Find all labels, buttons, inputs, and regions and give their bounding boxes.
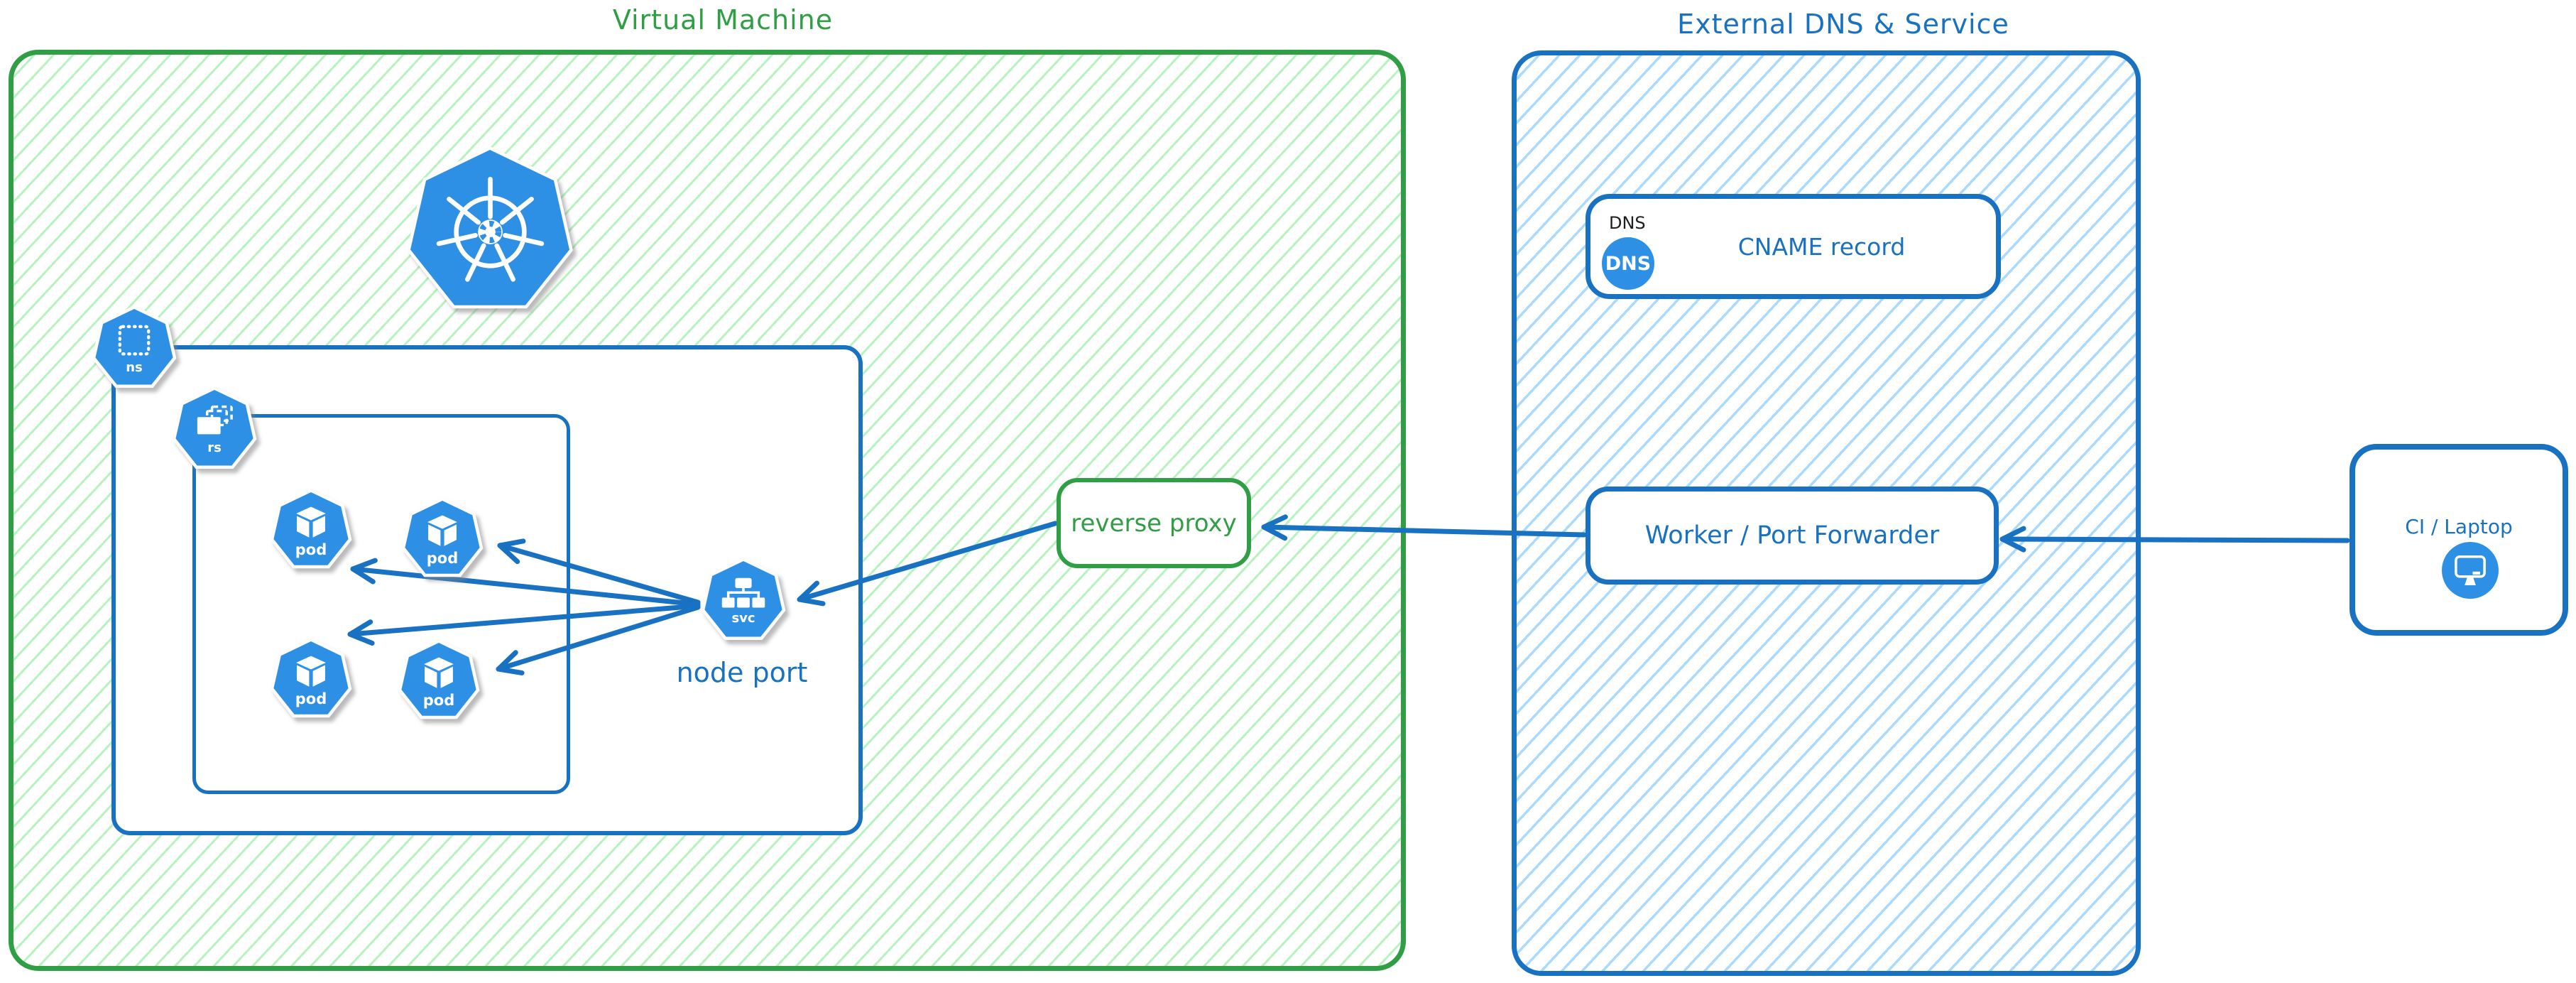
worker-label: Worker / Port Forwarder xyxy=(1644,521,1940,550)
pod-node: pod xyxy=(269,638,353,722)
monitor-badge xyxy=(2442,542,2499,599)
ci-laptop-node: CI / Laptop xyxy=(2349,444,2568,636)
ci-laptop-label: CI / Laptop xyxy=(2405,515,2513,538)
pod-label: pod xyxy=(422,691,455,709)
dns-tag: DNS xyxy=(1609,213,1646,233)
vm-group-title: Virtual Machine xyxy=(612,4,834,36)
cname-record-label: CNAME record xyxy=(1737,232,1906,261)
monitor-icon xyxy=(2455,555,2486,585)
pod-cube-icon xyxy=(296,506,326,538)
dns-badge-icon: DNS xyxy=(1602,237,1654,290)
external-group-title: External DNS & Service xyxy=(1677,9,2009,40)
service-label: svc xyxy=(731,611,755,626)
replicaset-node: rs xyxy=(171,386,258,473)
kubernetes-wheel-icon xyxy=(436,176,544,282)
node-port-caption: node port xyxy=(676,657,808,688)
worker-port-forwarder-node: Worker / Port Forwarder xyxy=(1586,487,1999,585)
reverse-proxy-node: reverse proxy xyxy=(1057,478,1251,568)
namespace-node: ns xyxy=(91,305,178,392)
pod-label: pod xyxy=(295,690,327,707)
pod-cube-icon xyxy=(427,514,457,546)
pod-cube-icon xyxy=(424,656,454,688)
service-tree-icon xyxy=(721,577,765,608)
pod-node: pod xyxy=(400,497,484,581)
kubernetes-logo-icon xyxy=(405,146,575,317)
pod-node: pod xyxy=(269,489,353,572)
replicaset-icon xyxy=(197,405,233,435)
pod-cube-icon xyxy=(296,655,326,687)
pod-label: pod xyxy=(295,541,327,558)
pod-node: pod xyxy=(397,639,481,723)
dns-badge-label: DNS xyxy=(1605,252,1652,275)
pod-label: pod xyxy=(426,549,459,567)
dns-cname-node: DNS DNS CNAME record xyxy=(1586,194,2001,299)
service-node: svc xyxy=(700,558,787,644)
reverse-proxy-label: reverse proxy xyxy=(1071,509,1237,538)
namespace-icon xyxy=(118,325,151,356)
namespace-label: ns xyxy=(126,360,143,375)
replicaset-label: rs xyxy=(207,440,222,455)
